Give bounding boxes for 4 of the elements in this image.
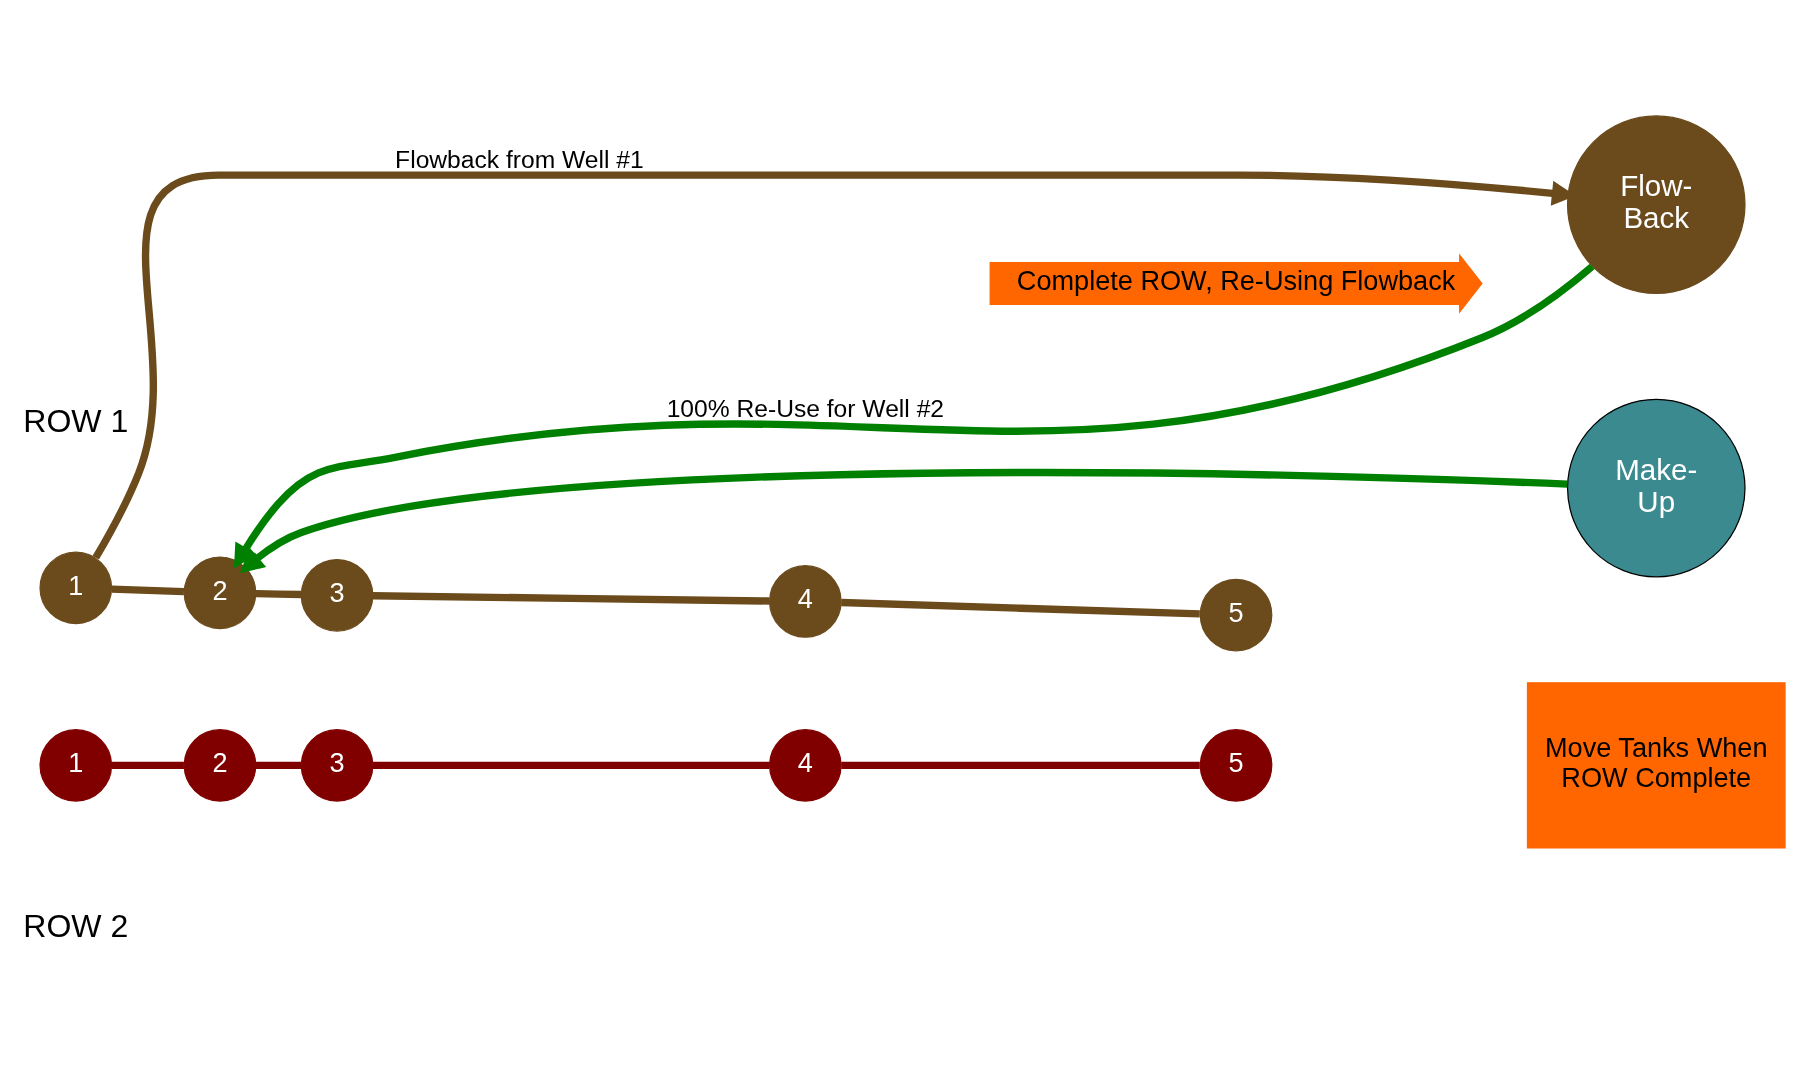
edge-label: Flowback from Well #1: [395, 145, 644, 173]
edge-label: 100% Re-Use for Well #2: [666, 394, 945, 422]
label: ROW 1: [23, 402, 129, 439]
label: ROW 2: [23, 907, 129, 944]
